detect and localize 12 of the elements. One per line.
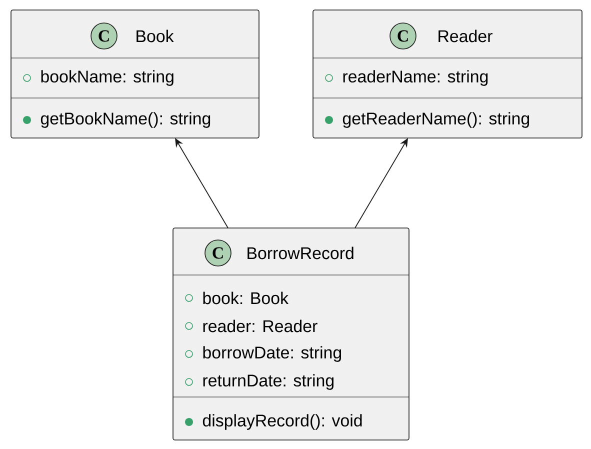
attribute-text: returnDate: string	[203, 374, 334, 390]
attribute-text: borrowDate: string	[203, 346, 342, 362]
attribute-text: bookName: string	[41, 70, 174, 86]
method-text: getReaderName(): string	[342, 112, 530, 128]
method-text: displayRecord(): void	[202, 414, 362, 430]
method-text: getBookName(): string	[40, 112, 210, 128]
attribute-text: book: Book	[203, 292, 289, 304]
attribute-text: readerName: string	[343, 70, 488, 86]
class-name: Reader	[438, 30, 492, 42]
attribute-text: reader: Reader	[203, 320, 318, 332]
class-name: Book	[136, 30, 174, 42]
class-name: BorrowRecord	[248, 246, 354, 260]
